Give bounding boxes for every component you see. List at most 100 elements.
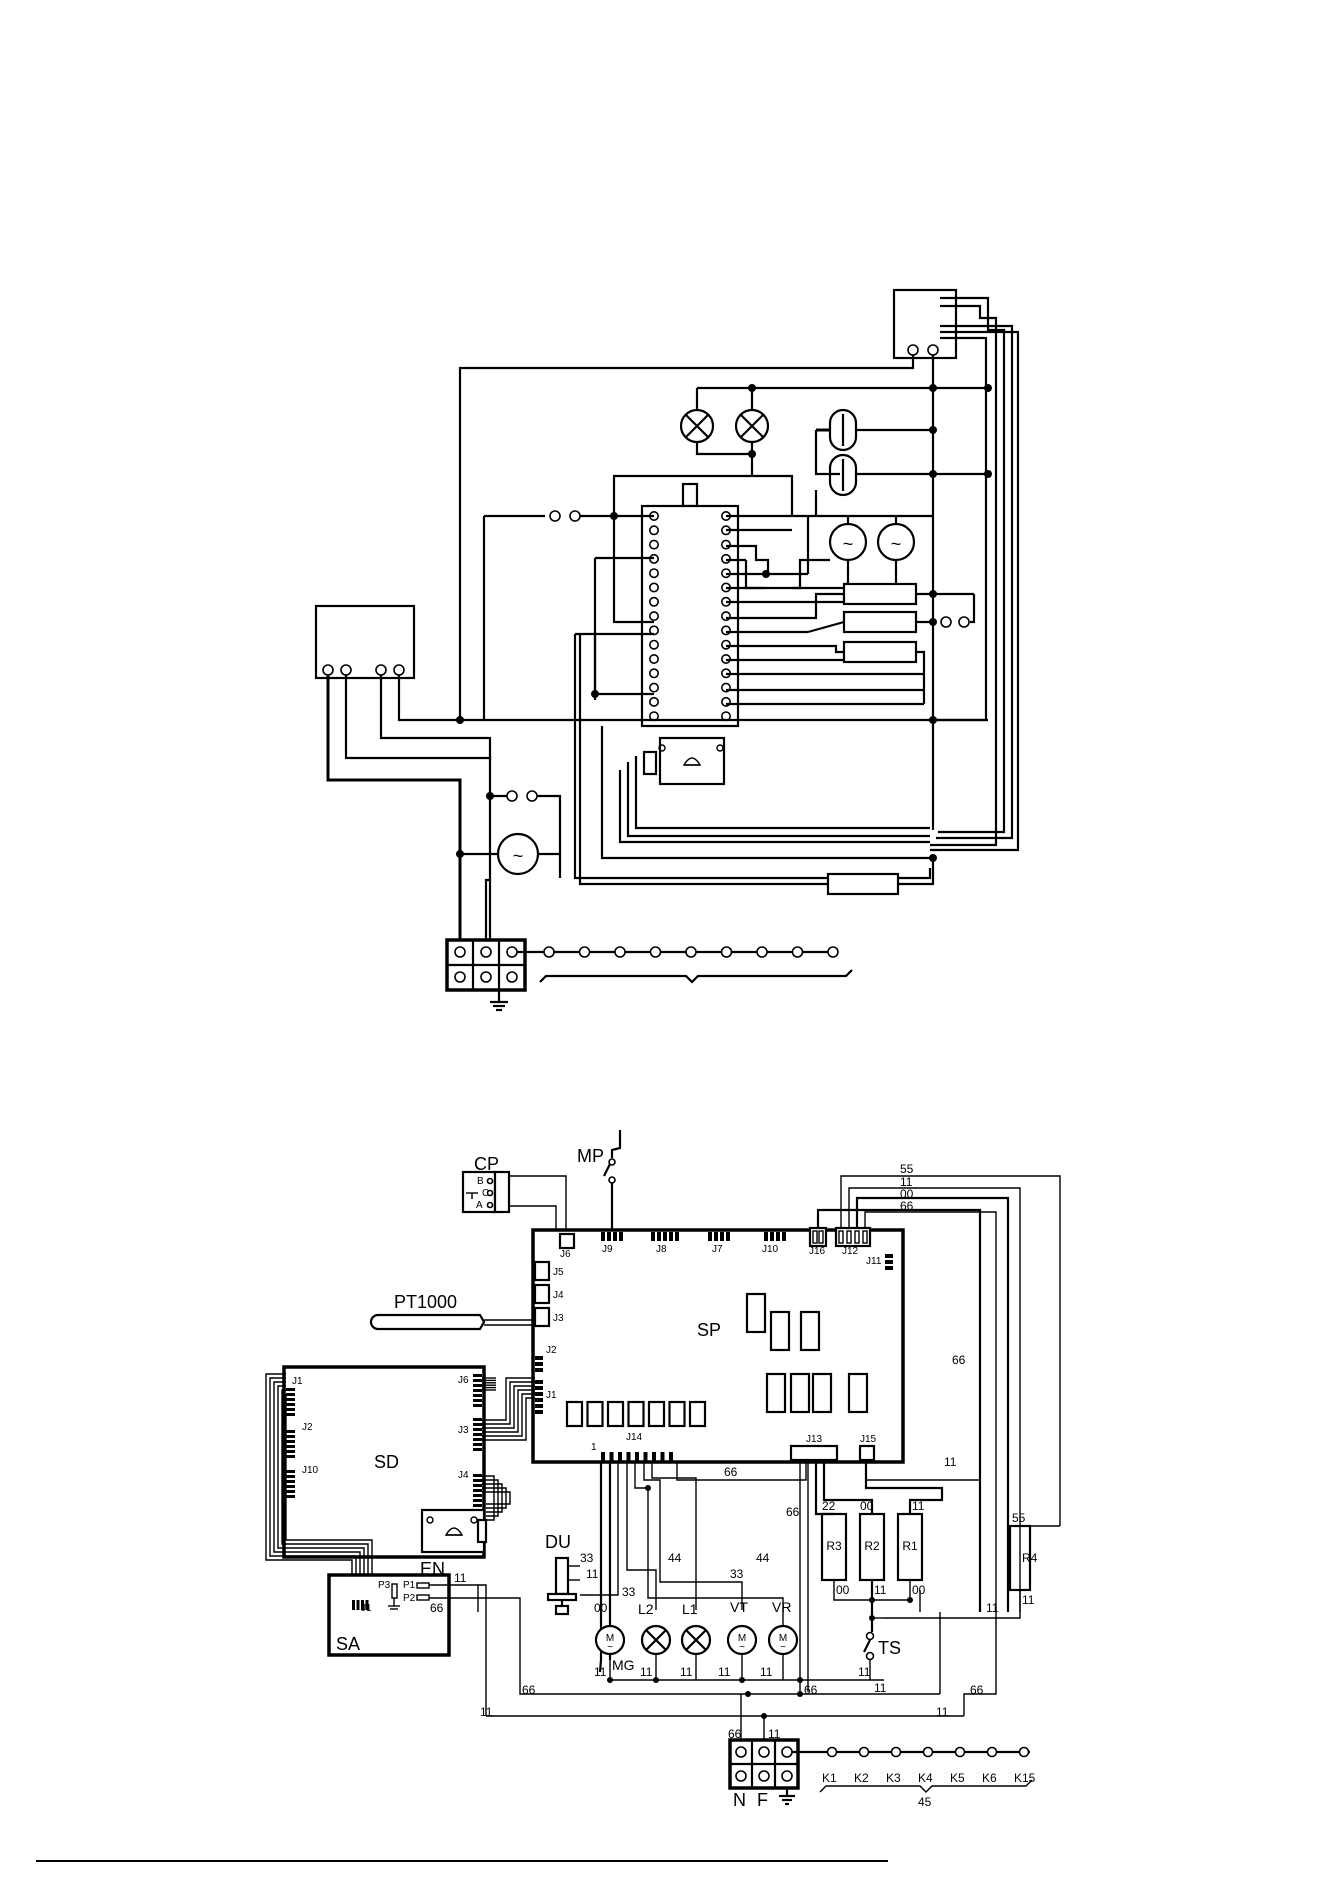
sp-button — [586, 1400, 604, 1428]
wire-label-w11-vt: 11 — [718, 1665, 731, 1679]
sd-j6-label: J6 — [458, 1375, 469, 1386]
connector-pin — [720, 1232, 724, 1241]
connector-pin — [473, 1504, 482, 1507]
sp-j1-label: J1 — [546, 1390, 557, 1401]
sa-board[interactable]: SA J1 P3 P1 P2 — [327, 1573, 451, 1657]
connector-pin — [286, 1388, 295, 1391]
sp-j9-label: J9 — [602, 1244, 613, 1255]
du-label: DU — [545, 1532, 571, 1552]
resistor-r3: R3 — [820, 1512, 848, 1582]
sp-j16-label: J16 — [809, 1246, 826, 1257]
sa-p2-label: P2 — [403, 1593, 416, 1604]
vt-motor-tilde: ~ — [739, 1642, 745, 1653]
connector-pin — [473, 1484, 482, 1487]
sp-j3-header — [533, 1306, 551, 1328]
top-resistor-1 — [842, 582, 918, 606]
top-main-board — [640, 482, 740, 786]
connector-pin — [669, 1452, 673, 1462]
wire-label-w66-right: 66 — [952, 1353, 966, 1367]
connector-pin — [286, 1435, 295, 1438]
sp-j2-label: J2 — [546, 1345, 557, 1356]
sp-j5-header — [533, 1260, 551, 1282]
connector-pin — [473, 1499, 482, 1502]
wire-label-w11-term: 11 — [768, 1727, 781, 1741]
wire-label-w55-r4: 55 — [1012, 1511, 1026, 1525]
connector-pin — [652, 1452, 656, 1462]
wire-label-w11-vr: 11 — [760, 1665, 773, 1679]
top-lamp-2 — [734, 408, 770, 444]
wire-label-w33-vt: 33 — [730, 1567, 744, 1581]
r1-label: R1 — [902, 1539, 918, 1553]
terminal-bar-pin — [858, 1746, 870, 1758]
connector-pin — [885, 1254, 893, 1258]
connector-pin — [365, 1600, 369, 1610]
chip-pin-left — [648, 668, 659, 679]
connector-pin — [473, 1448, 482, 1451]
connector-pin — [776, 1232, 780, 1241]
connector-pin — [286, 1430, 295, 1433]
sp-button — [688, 1400, 707, 1428]
cp-terminal-c: C — [482, 1188, 489, 1199]
sd-sp-cable-bundle — [482, 1377, 535, 1521]
terminal-bar-brace — [539, 969, 853, 984]
terminal-bar-pin — [614, 946, 626, 958]
chip-pin-left — [648, 568, 659, 579]
vr-motor-m: M — [779, 1633, 787, 1644]
l1-label: L1 — [682, 1601, 698, 1617]
wire-label-w66-mid: 66 — [804, 1683, 818, 1697]
connector-pin — [286, 1470, 295, 1473]
connector-pin — [535, 1404, 543, 1408]
connector-pin — [782, 1232, 786, 1241]
connector-pin — [635, 1452, 639, 1462]
top-switch-1 — [828, 408, 858, 452]
sp-j15-label: J15 — [860, 1434, 877, 1445]
chip-pin-left — [648, 582, 659, 593]
connector-pin — [473, 1474, 482, 1477]
connector-pin — [669, 1232, 673, 1241]
connector-pin — [613, 1232, 617, 1241]
connector-pin — [286, 1398, 295, 1401]
connector-pin — [473, 1443, 482, 1446]
sp-j4-header — [533, 1283, 551, 1305]
resistor-r4: R4 — [1008, 1524, 1038, 1592]
connector-pin — [885, 1266, 893, 1270]
sp-relay — [799, 1310, 821, 1352]
terminal-bar-pin — [756, 946, 768, 958]
sp-j7-label: J7 — [712, 1244, 723, 1255]
sp-j8-label: J8 — [656, 1244, 667, 1255]
wire-label-w00-top: 00 — [900, 1187, 914, 1201]
sp-relay — [847, 1372, 869, 1414]
sp-button — [647, 1400, 666, 1428]
vt-motor-m: M — [738, 1633, 746, 1644]
ts-switch: TS — [863, 1631, 901, 1661]
wire-label-w11-l1: 11 — [680, 1665, 693, 1679]
terminal-bar-pin — [954, 1746, 966, 1758]
sp-button — [668, 1400, 686, 1428]
ts-label: TS — [878, 1638, 901, 1658]
connector-pin — [286, 1393, 295, 1396]
sp-relay — [789, 1372, 811, 1414]
top-resistor-3 — [842, 640, 918, 664]
svg-text:~: ~ — [513, 846, 524, 866]
cp-label: CP — [474, 1154, 499, 1174]
terminal-bar-label: K1 — [822, 1771, 837, 1785]
wire-label-w11-mg: 11 — [594, 1665, 607, 1679]
terminal-bar-label: K3 — [886, 1771, 901, 1785]
mg-label: MG — [612, 1657, 635, 1673]
vr-motor-tilde: ~ — [780, 1642, 786, 1653]
terminal-bar-pin — [890, 1746, 902, 1758]
chip-pin-right — [720, 625, 731, 636]
connector-pin — [660, 1452, 665, 1462]
terminal-bar-brace — [819, 1779, 1033, 1793]
connector-pin — [535, 1368, 543, 1372]
connector-pin — [473, 1418, 482, 1421]
terminal-bar-label: K6 — [982, 1771, 997, 1785]
terminal-bar-note: 45 — [918, 1795, 932, 1809]
chip-pin-left — [648, 639, 659, 650]
cp-terminal-b: B — [477, 1176, 484, 1187]
